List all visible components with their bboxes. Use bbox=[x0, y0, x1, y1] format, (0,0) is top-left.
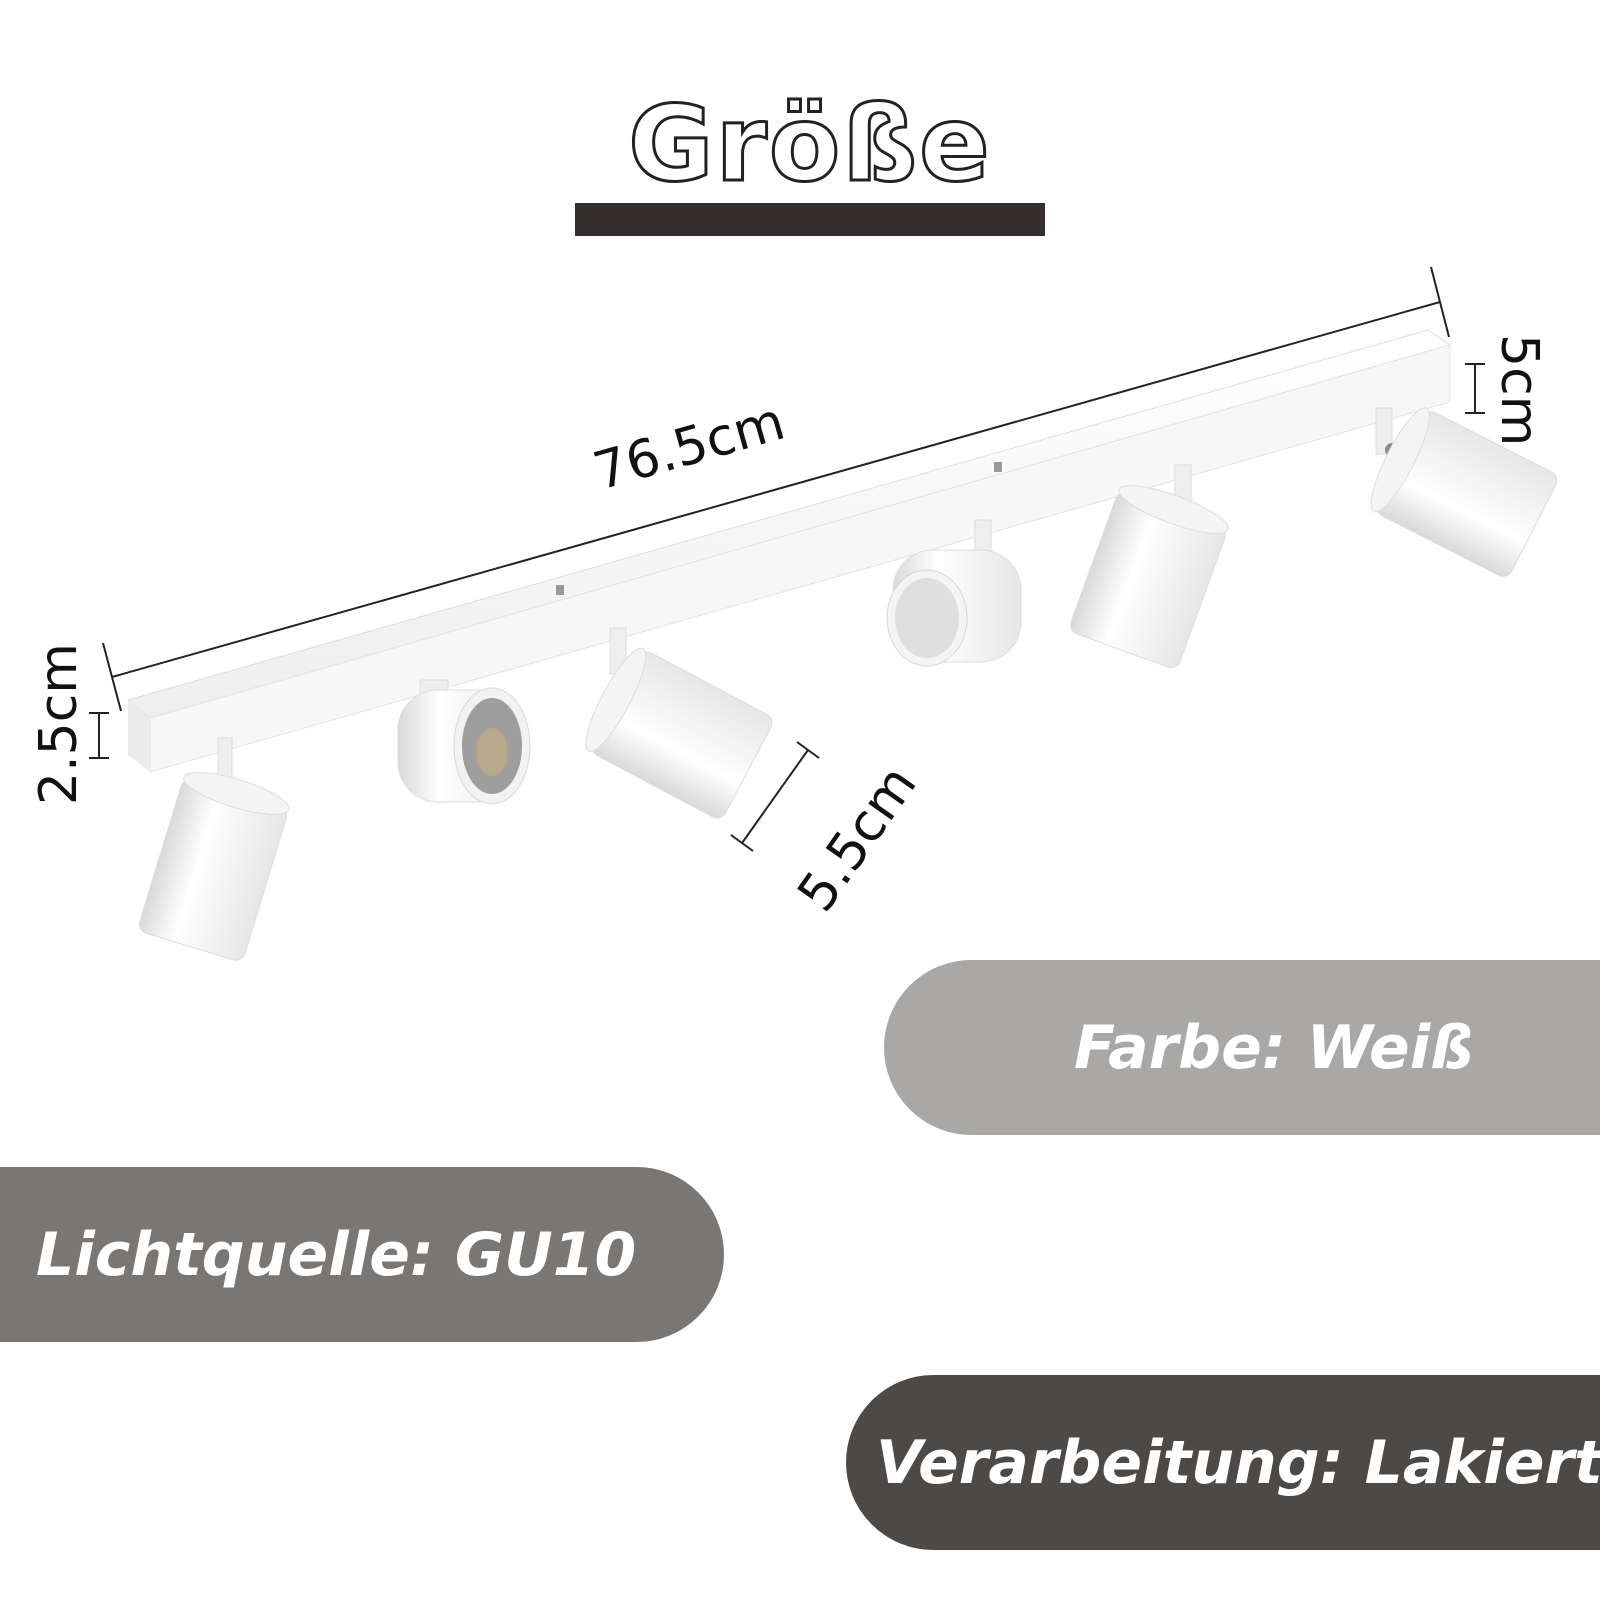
height-left-dimension-line bbox=[89, 712, 109, 759]
spec-color-text: Farbe: Weiß bbox=[1074, 1012, 1474, 1083]
height-right-label: 5cm bbox=[1489, 334, 1549, 446]
spot-diameter-dimension-line bbox=[730, 741, 820, 852]
spotlight-1 bbox=[139, 737, 290, 961]
spotlight-2 bbox=[397, 679, 531, 805]
spotlight-6 bbox=[1370, 407, 1558, 577]
height-left-label: 2.5cm bbox=[29, 643, 89, 805]
ceiling-rail bbox=[126, 329, 1452, 773]
spec-finish-text: Verarbeitung: Lakiert bbox=[876, 1427, 1600, 1498]
length-label: 76.5cm bbox=[587, 392, 791, 503]
spotlight-3 bbox=[585, 627, 773, 819]
product-dimension-drawing: 76.5cm 5cm 2.5cm 5.5cm bbox=[29, 266, 1558, 961]
spec-light-source-text: Lichtquelle: GU10 bbox=[36, 1219, 637, 1290]
spotlight-4 bbox=[886, 519, 1022, 667]
length-dimension-line bbox=[102, 266, 1450, 712]
height-right-dimension-line bbox=[1465, 363, 1485, 414]
title-underline-bar bbox=[575, 203, 1045, 236]
spec-color-badge: Farbe: Weiß bbox=[884, 960, 1600, 1135]
page-title: Größe bbox=[627, 83, 992, 205]
spec-finish-badge: Verarbeitung: Lakiert bbox=[846, 1375, 1600, 1550]
spec-light-source-badge: Lichtquelle: GU10 bbox=[0, 1167, 724, 1342]
spot-diameter-label: 5.5cm bbox=[786, 755, 928, 922]
spotlight-5 bbox=[1070, 464, 1229, 668]
